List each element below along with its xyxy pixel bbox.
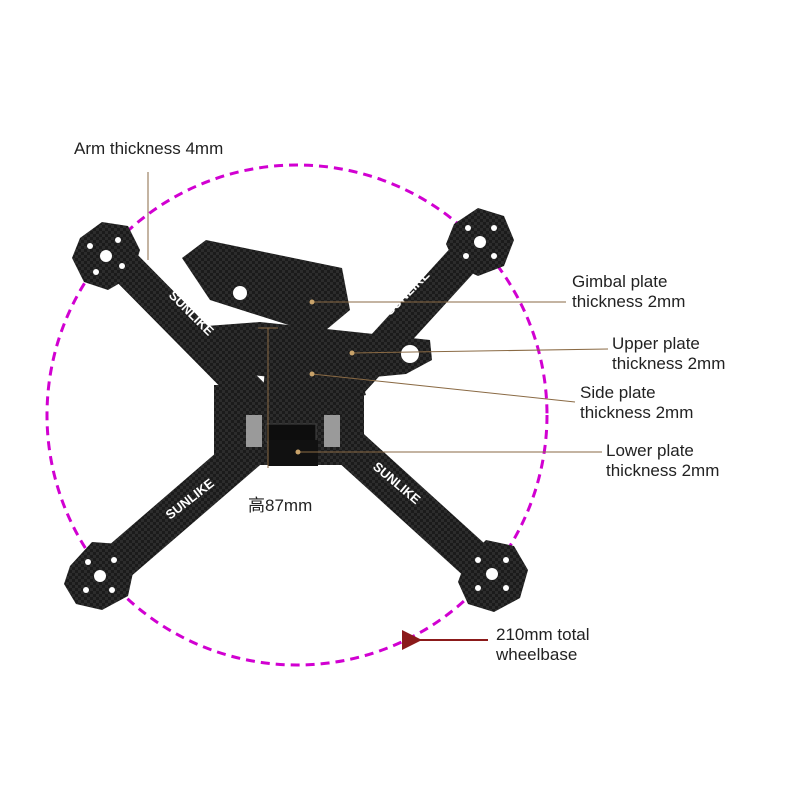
camera-block — [268, 440, 318, 466]
arm-rear-right — [321, 419, 511, 595]
leader-dot-gimbal — [309, 299, 315, 305]
wheelbase-line-1: 210mm total — [496, 625, 590, 644]
side-plate-line-2: thickness 2mm — [580, 403, 694, 422]
frame-body — [180, 240, 432, 466]
flight-controller-board — [265, 423, 317, 443]
leader-dot-lower — [295, 449, 301, 455]
gimbal-plate-line-1: Gimbal plate — [572, 272, 668, 291]
lower-plate-label: Lower plate thickness 2mm — [606, 441, 719, 481]
upper-plate-line-1: Upper plate — [612, 334, 700, 353]
gimbal-plate-line-2: thickness 2mm — [572, 292, 686, 311]
upper-plate-line-2: thickness 2mm — [612, 354, 726, 373]
side-plate-line-1: Side plate — [580, 383, 656, 402]
leader-dot-side — [309, 371, 315, 377]
upper-plate-hole — [401, 345, 419, 363]
height-text: 高87mm — [248, 496, 313, 515]
standoff-left — [246, 415, 262, 447]
leader-lines — [147, 172, 609, 468]
side-plate — [262, 340, 366, 412]
gimbal-plate-label: Gimbal plate thickness 2mm — [572, 272, 685, 312]
side-plate-label: Side plate thickness 2mm — [580, 383, 693, 423]
leader-side-plate — [311, 373, 576, 403]
lower-plate-line-2: thickness 2mm — [606, 461, 720, 480]
lower-plate-line-1: Lower plate — [606, 441, 694, 460]
gimbal-plate — [182, 240, 350, 335]
arm-thickness-label: Arm thickness 4mm — [74, 139, 223, 159]
wheelbase-circle — [45, 163, 549, 667]
gimbal-plate-hole — [233, 286, 247, 300]
wheelbase-line-2: wheelbase — [496, 645, 578, 664]
height-label: 高87mm — [248, 496, 312, 516]
motor-holes — [83, 225, 509, 593]
arm-thickness-text: Arm thickness 4mm — [74, 139, 224, 158]
wheelbase-label: 210mm total wheelbase — [496, 625, 590, 665]
leader-dot-upper — [349, 350, 355, 356]
upper-plate-label: Upper plate thickness 2mm — [612, 334, 725, 374]
leader-upper-plate — [351, 348, 609, 354]
standoff-right — [324, 415, 340, 447]
